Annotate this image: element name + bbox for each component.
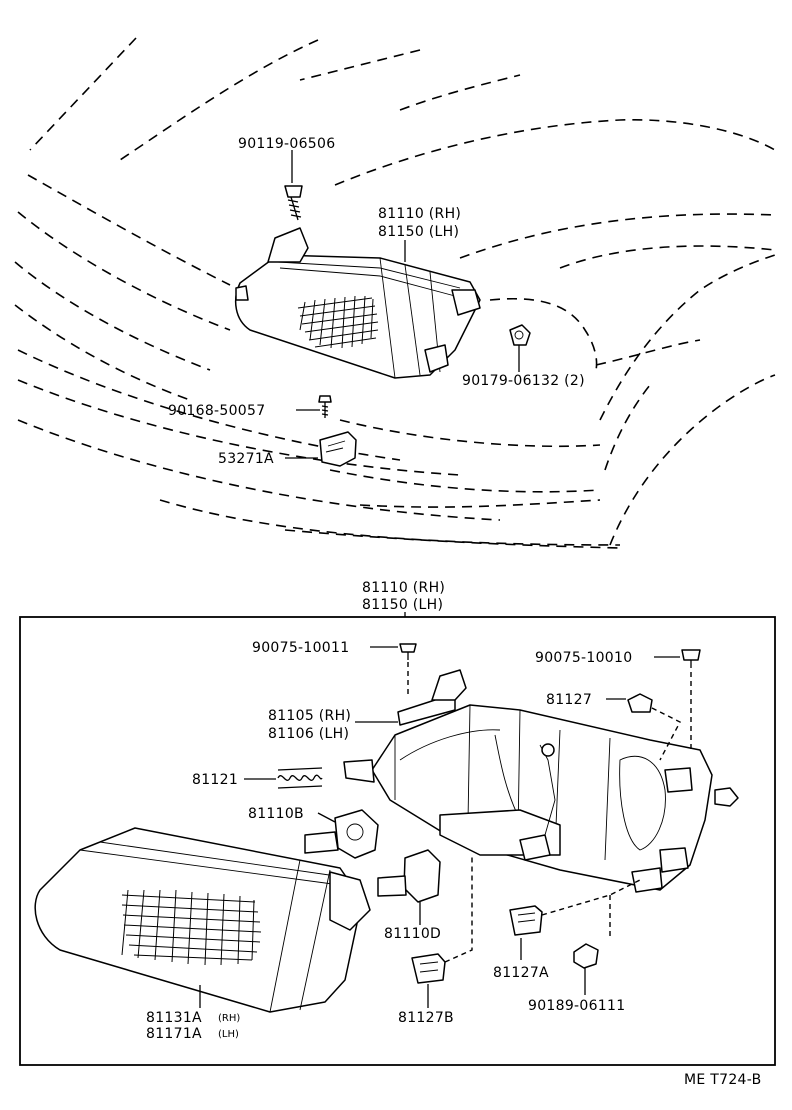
headlamp-lens	[34, 827, 371, 1013]
spring-part	[277, 767, 323, 789]
socket-b-part	[411, 953, 446, 984]
label-socket-a: 81127A	[493, 965, 549, 981]
screw-part	[318, 395, 332, 418]
label-socket-b: 81127B	[398, 1010, 454, 1026]
footer-code: ME T724-B	[684, 1072, 762, 1088]
nut-part	[509, 324, 531, 346]
headlamp-lens-grid-top	[297, 295, 379, 349]
screw-a-part	[399, 643, 417, 660]
label-lens-lh-tag: (LH)	[218, 1029, 239, 1040]
clip-part	[573, 943, 599, 969]
vehicle-body-outline	[14, 37, 776, 549]
label-body-rh: 81105 (RH)	[268, 708, 351, 724]
bracket-part	[319, 431, 357, 467]
label-detail-lh: 81150 (LH)	[362, 597, 443, 613]
label-lens-lh: 81171A	[146, 1026, 202, 1042]
socket-a-part	[509, 905, 543, 936]
detail-frame	[19, 616, 776, 1066]
label-housing-rh: 81110 (RH)	[378, 206, 461, 222]
label-cap: 81127	[546, 692, 592, 708]
label-clip: 90189-06111	[528, 998, 625, 1014]
label-screw-a: 90075-10011	[252, 640, 349, 656]
label-bulb-d: 81110D	[384, 926, 441, 942]
label-bracket: 53271A	[218, 451, 274, 467]
headlamp-assembly-top	[234, 227, 481, 379]
bulb-h4-part	[304, 809, 379, 859]
headlamp-lens-grid	[121, 889, 262, 966]
label-spring: 81121	[192, 772, 238, 788]
label-detail-rh: 81110 (RH)	[362, 580, 445, 596]
lamp-body-housing	[343, 669, 739, 893]
label-housing-lh: 81150 (LH)	[378, 224, 459, 240]
screw-b-part	[681, 649, 701, 668]
label-lens-rh-tag: (RH)	[218, 1013, 240, 1024]
label-bolt-top: 90119-06506	[238, 136, 335, 152]
bolt-part	[284, 185, 303, 221]
label-body-lh: 81106 (LH)	[268, 726, 349, 742]
label-lens-rh: 81131A	[146, 1010, 202, 1026]
label-bulb-b: 81110B	[248, 806, 304, 822]
cap-part	[627, 693, 653, 713]
label-nut: 90179-06132 (2)	[462, 373, 585, 389]
label-screw: 90168-50057	[168, 403, 265, 419]
label-screw-b: 90075-10010	[535, 650, 632, 666]
bulb-hb-part	[377, 849, 441, 903]
